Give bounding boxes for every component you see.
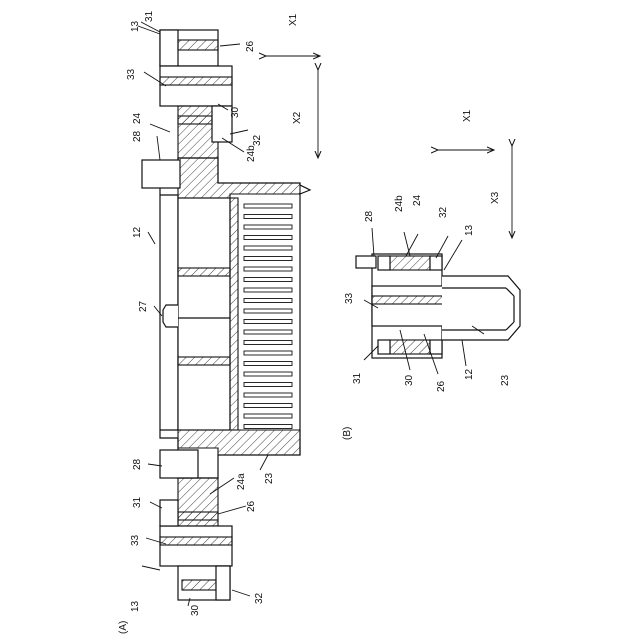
wall-upper xyxy=(178,158,300,198)
bolt-33-upper xyxy=(160,66,232,106)
partition-2 xyxy=(178,357,230,365)
lock-28-upper xyxy=(142,160,180,188)
terminal-slot xyxy=(244,267,292,271)
terminal-slot xyxy=(244,372,292,376)
housing-core xyxy=(178,198,230,430)
label-32-lower: 32 xyxy=(254,592,265,604)
label-32: 32 xyxy=(252,134,263,146)
b-label-33: 33 xyxy=(344,292,355,304)
caption-b: (B) xyxy=(342,427,353,440)
b-bottom-plate xyxy=(390,340,430,354)
b-label-28: 28 xyxy=(364,210,375,222)
b-label-13: 13 xyxy=(464,224,475,236)
b-label-31: 31 xyxy=(352,372,363,384)
terminal-slot xyxy=(244,215,292,219)
axis-x2: X2 xyxy=(292,111,303,124)
screw-31-upper xyxy=(160,30,178,66)
label-13: 13 xyxy=(130,20,141,32)
terminal-slot xyxy=(244,414,292,418)
partition-1 xyxy=(178,268,230,276)
terminal-slot xyxy=(244,299,292,303)
pin-32-upper xyxy=(212,106,232,142)
label-30: 30 xyxy=(230,106,241,118)
b-label-12: 12 xyxy=(464,368,475,380)
caption-a: (A) xyxy=(118,621,129,634)
figure-a: 13 31 26 33 30 24 28 32 24b 12 27 28 24a… xyxy=(118,10,320,634)
axis-x1: X1 xyxy=(288,13,299,26)
b-bolt-33 xyxy=(372,286,444,326)
b-label-26: 26 xyxy=(436,380,447,392)
label-24b: 24b xyxy=(246,145,257,162)
terminal-slot xyxy=(244,383,292,387)
label-26: 26 xyxy=(245,40,256,52)
label-30-lower: 30 xyxy=(190,604,201,616)
vertical-wall xyxy=(230,198,238,430)
label-28-lower: 28 xyxy=(132,458,143,470)
terminal-slot xyxy=(244,425,292,429)
terminal-slot xyxy=(244,236,292,240)
terminal-slot xyxy=(244,393,292,397)
b-label-30: 30 xyxy=(404,374,415,386)
terminal-slot xyxy=(244,341,292,345)
terminal-slot xyxy=(244,330,292,334)
b-axis-x1: X1 xyxy=(462,109,473,122)
label-23: 23 xyxy=(264,472,275,484)
terminal-slot xyxy=(244,320,292,324)
b-axis-x3: X3 xyxy=(490,191,501,204)
terminal-slot xyxy=(244,288,292,292)
label-33: 33 xyxy=(126,68,137,80)
terminal-slot xyxy=(244,404,292,408)
b-label-24b: 24b xyxy=(394,195,405,212)
label-24: 24 xyxy=(132,112,143,124)
terminal-slot xyxy=(244,204,292,208)
figure-b: 24b 24 28 32 13 33 31 30 26 12 23 (B) X1… xyxy=(342,109,520,440)
terminal-slot xyxy=(244,278,292,282)
terminal-slot xyxy=(244,225,292,229)
terminal-slot xyxy=(244,351,292,355)
terminal-slot xyxy=(244,246,292,250)
label-24a: 24a xyxy=(236,473,247,490)
b-label-32: 32 xyxy=(438,206,449,218)
b-label-24: 24 xyxy=(412,194,423,206)
label-13-lower: 13 xyxy=(130,600,141,612)
label-31: 31 xyxy=(144,10,155,22)
protrusion-27 xyxy=(163,305,178,327)
label-26-lower: 26 xyxy=(246,500,257,512)
label-33-lower: 33 xyxy=(130,534,141,546)
label-12: 12 xyxy=(132,226,143,238)
terminal-slot xyxy=(244,257,292,261)
lock-28-lower xyxy=(160,450,198,478)
b-label-23: 23 xyxy=(500,374,511,386)
b-top-plate xyxy=(390,256,430,270)
screw-31-lower xyxy=(160,500,178,526)
terminal-slot xyxy=(244,362,292,366)
terminal-slot xyxy=(244,309,292,313)
label-28: 28 xyxy=(132,130,143,142)
label-27: 27 xyxy=(138,300,149,312)
b-tab-28 xyxy=(356,256,376,268)
bolt-33-lower xyxy=(160,526,232,566)
pin-32-lower xyxy=(216,566,230,600)
label-31-lower: 31 xyxy=(132,496,143,508)
